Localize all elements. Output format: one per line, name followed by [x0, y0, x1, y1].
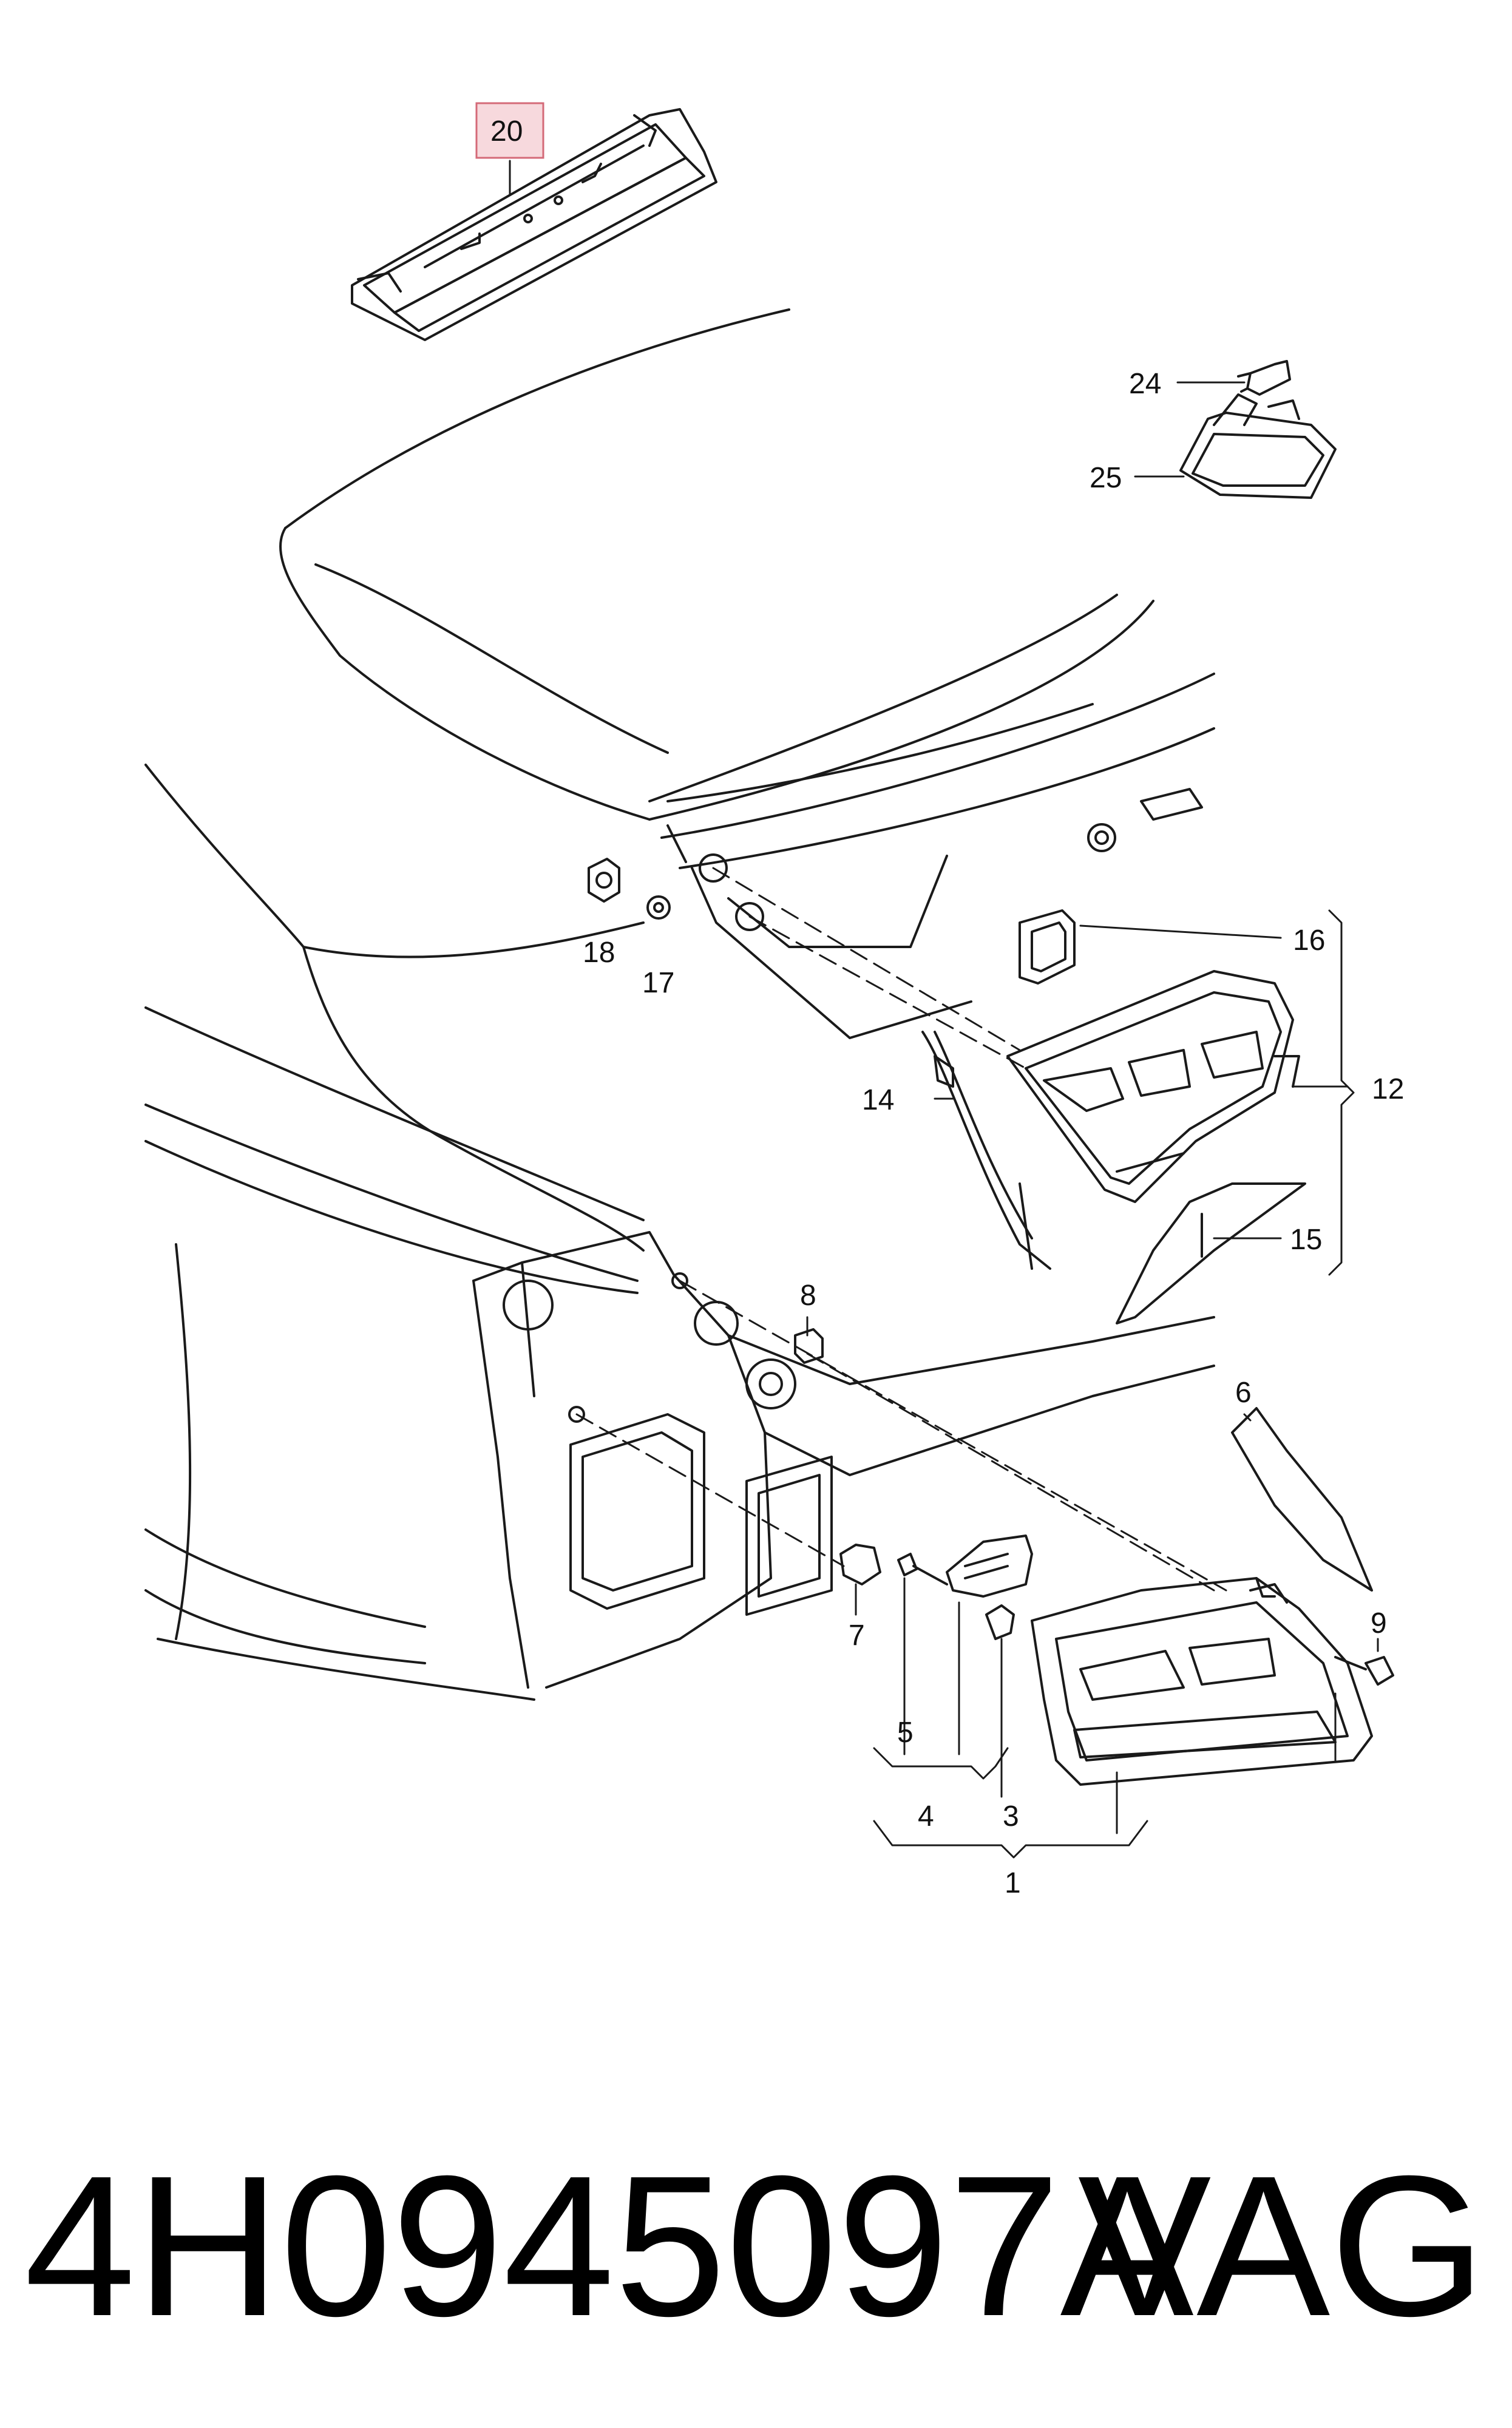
- callout-3: 3: [1003, 1800, 1019, 1833]
- seal-strip-drawing: [921, 1031, 1051, 1270]
- callout-1: 1: [1005, 1867, 1021, 1899]
- callout-16: 16: [1293, 924, 1325, 957]
- callout-25: 25: [1090, 462, 1122, 494]
- cover-panel-drawing: [1116, 1182, 1306, 1324]
- callout-24: 24: [1129, 368, 1161, 400]
- plate-light-drawing: [1179, 360, 1337, 499]
- part-number: 4H0945097A: [24, 2134, 1194, 2358]
- callout-14: 14: [862, 1084, 894, 1116]
- callout-15: 15: [1290, 1224, 1322, 1256]
- brand-name: VAG: [1077, 2134, 1486, 2358]
- lid-tail-light-drawing: [1006, 970, 1300, 1203]
- hardware-drawing: [588, 858, 1394, 1686]
- callout-20: 20: [490, 115, 523, 148]
- callout-12: 12: [1372, 1073, 1404, 1105]
- tail-light-drawing: [1031, 1577, 1373, 1786]
- gasket-drawing: [1019, 909, 1076, 985]
- callout-8: 8: [800, 1280, 816, 1312]
- footer-caption: 4H0945097A VAG: [24, 2118, 1493, 2373]
- callout-5: 5: [897, 1717, 914, 1749]
- callout-18: 18: [583, 937, 615, 969]
- car-body-outline: [144, 308, 1215, 1701]
- callout-9: 9: [1371, 1607, 1387, 1640]
- callout-4: 4: [918, 1800, 934, 1833]
- brake-light-drawing: [351, 108, 717, 341]
- highlight-box-20: [475, 102, 544, 159]
- callout-17: 17: [642, 967, 674, 999]
- leader-lines: [509, 160, 1379, 1859]
- callout-6: 6: [1235, 1377, 1252, 1409]
- trim-piece-drawing: [1231, 1407, 1373, 1592]
- callout-labels: 20 24 25 18 17 16 12 14 15 8 7 6 9 5 4 3…: [475, 102, 1404, 1899]
- callout-7: 7: [849, 1619, 865, 1652]
